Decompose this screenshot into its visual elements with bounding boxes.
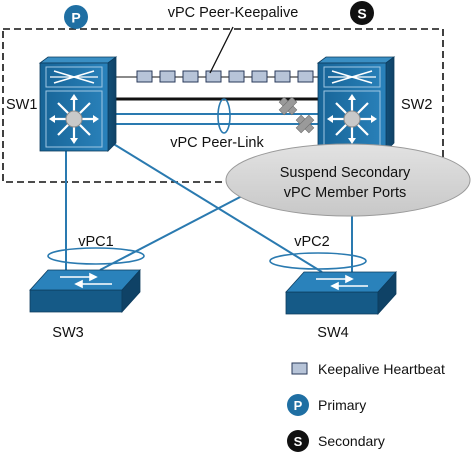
peer-link-bundle xyxy=(217,98,231,134)
keepalive-pointer xyxy=(209,26,234,74)
sw2-label: SW2 xyxy=(401,97,432,113)
keepalive-link xyxy=(114,26,322,83)
legend-keepalive: Keepalive Heartbeat xyxy=(291,361,445,377)
legend-secondary-label: Secondary xyxy=(318,433,385,449)
peer-link-failure-markers xyxy=(278,96,315,134)
sw3-label: SW3 xyxy=(52,325,83,341)
heartbeat-box xyxy=(274,70,291,83)
sw1-switch-icon xyxy=(38,56,118,152)
secondary-legend-letter: S xyxy=(294,434,303,449)
primary-badge: P xyxy=(64,5,88,29)
legend-primary: P Primary xyxy=(287,394,366,416)
callout-line-2: vPC Member Ports xyxy=(284,185,406,201)
heartbeat-box xyxy=(159,70,176,83)
heartbeat-box xyxy=(182,70,199,83)
sw4-label: SW4 xyxy=(317,325,348,341)
primary-legend-letter: P xyxy=(294,398,303,413)
sw4-switch-icon xyxy=(285,270,397,316)
failure-x-icon xyxy=(295,114,315,134)
secondary-badge-letter: S xyxy=(357,6,366,22)
sw1-label: SW1 xyxy=(6,97,37,113)
heartbeat-swatch-icon xyxy=(291,362,308,375)
sw2-switch-icon xyxy=(316,56,396,152)
heartbeat-box xyxy=(297,70,314,83)
peer-link-label: vPC Peer-Link xyxy=(170,135,264,151)
heartbeat-box xyxy=(205,70,222,83)
keepalive-title: vPC Peer-Keepalive xyxy=(168,5,299,21)
vpc1-label: vPC1 xyxy=(78,234,113,250)
vpc1-bundle xyxy=(47,247,145,265)
link-sw1-sw4 xyxy=(111,142,323,273)
heartbeat-box xyxy=(136,70,153,83)
legend-primary-label: Primary xyxy=(318,397,366,413)
legend: Keepalive Heartbeat P Primary S Secondar… xyxy=(287,361,445,452)
suspend-callout: Suspend Secondary vPC Member Ports xyxy=(225,143,471,217)
primary-legend-icon xyxy=(287,394,309,416)
vpc2-bundle xyxy=(269,252,367,270)
primary-badge-letter: P xyxy=(71,10,80,26)
peer-link xyxy=(114,97,322,134)
heartbeat-box xyxy=(228,70,245,83)
legend-keepalive-label: Keepalive Heartbeat xyxy=(318,361,445,377)
vpc2-label: vPC2 xyxy=(294,234,329,250)
callout-line-1: Suspend Secondary xyxy=(280,165,411,181)
secondary-legend-icon xyxy=(287,430,309,452)
vpc-domain-boundary xyxy=(2,28,444,183)
heartbeat-box xyxy=(251,70,268,83)
secondary-badge: S xyxy=(350,1,374,25)
sw3-switch-icon xyxy=(29,268,141,314)
failure-x-icon xyxy=(278,96,298,116)
legend-secondary: S Secondary xyxy=(287,430,385,452)
